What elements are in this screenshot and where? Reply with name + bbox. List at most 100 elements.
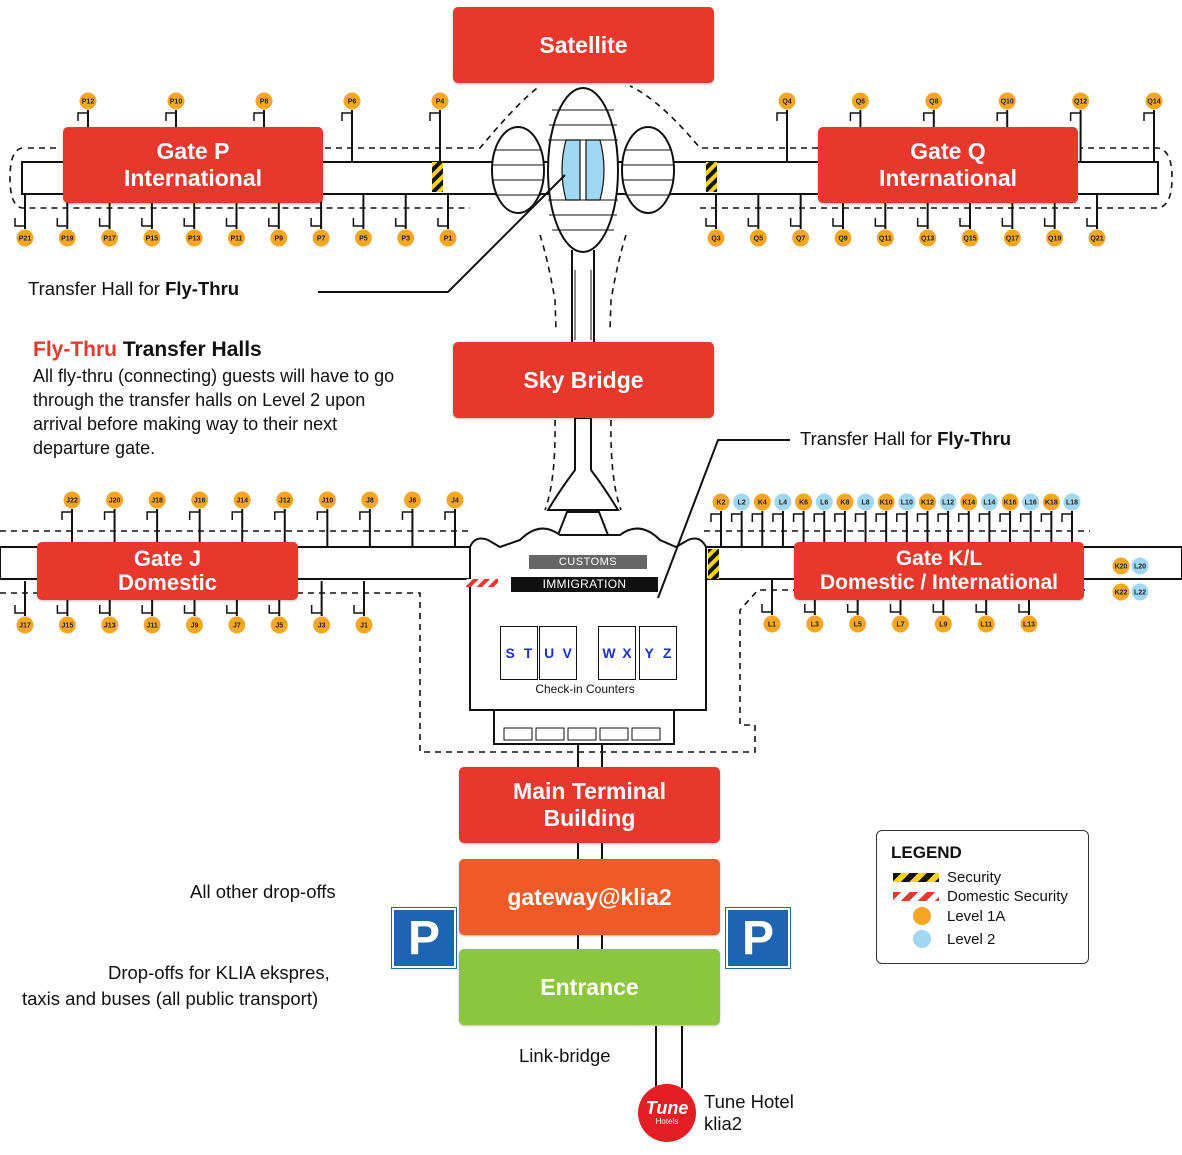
gate-label-l12: L12 (942, 500, 954, 507)
gate-label-l6: L6 (820, 500, 828, 507)
gate-label-l3: L3 (811, 622, 819, 629)
gate-j-label: Gate J Domestic (37, 542, 298, 600)
flythru-heading: Fly-Thru Transfer Halls (33, 338, 262, 361)
gateway-label: gateway@klia2 (459, 859, 720, 935)
other-dropoffs-label: All other drop-offs (190, 881, 336, 902)
gate-j6: J6 (401, 491, 421, 546)
gate-p13: P13 (183, 194, 203, 247)
gate-k4: K4 (751, 493, 771, 546)
gate-l16: L16 (1019, 493, 1040, 546)
gate-l10: L10 (896, 493, 916, 546)
gate-label-k4: K4 (758, 500, 767, 507)
gate-k14: K14 (958, 493, 978, 546)
public-dropoffs-label-2: taxis and buses (all public transport) (22, 988, 319, 1009)
gate-l2: L2 (730, 493, 751, 546)
gate-label-p13: P13 (188, 236, 201, 243)
gate-l14: L14 (978, 493, 998, 546)
gate-label-q7: Q7 (796, 236, 805, 243)
gate-label-p9: P9 (275, 236, 284, 243)
gate-j3: J3 (310, 581, 331, 634)
gate-label-l8: L8 (861, 500, 869, 507)
transfer-hall-lower: Transfer Hall for Fly-Thru (800, 428, 1012, 449)
gate-label-q10: Q10 (1001, 99, 1014, 106)
gate-l6: L6 (813, 493, 833, 546)
gate-label-k12: K12 (921, 500, 934, 507)
gate-label-k6: K6 (799, 500, 808, 507)
gate-j16: J16 (188, 491, 209, 546)
gate-label-k20: K20 (1115, 564, 1128, 571)
gate-p5: P5 (352, 194, 372, 247)
gate-label-p5: P5 (359, 236, 368, 243)
gate-label-q5: Q5 (754, 236, 763, 243)
gate-label-j18: J18 (151, 498, 163, 505)
gate-p9: P9 (268, 194, 288, 247)
gate-p-label: Gate P International (63, 127, 323, 203)
gate-label-l22: L22 (1134, 590, 1146, 597)
gate-q4: Q4 (776, 92, 796, 161)
gate-p1: P1 (437, 194, 457, 247)
gate-k2: K2 (710, 493, 730, 546)
gate-k16: K16 (999, 493, 1019, 546)
gate-label-p7: P7 (317, 236, 326, 243)
satellite-right-pod (621, 126, 675, 214)
checkin-counters-label: Check-in Counters (535, 682, 635, 696)
gate-j12: J12 (274, 491, 294, 546)
gate-label-l20: L20 (1134, 564, 1146, 571)
gate-label-j12: J12 (279, 498, 291, 505)
gate-label-q15: Q15 (963, 236, 976, 243)
gate-label-l4: L4 (779, 500, 787, 507)
gate-label-k18: K18 (1045, 500, 1058, 507)
gate-label-q19: Q19 (1048, 236, 1061, 243)
tune-hotel-logo: Tune Hotels (638, 1084, 696, 1142)
gate-l1: L1 (761, 580, 781, 633)
gate-label-j3: J3 (318, 623, 326, 630)
gate-label-j10: J10 (321, 498, 333, 505)
entrance-label: Entrance (459, 949, 720, 1025)
gate-j10: J10 (316, 491, 336, 546)
link-bridge-label: Link-bridge (519, 1045, 611, 1066)
gate-l20: L20 (1131, 557, 1149, 575)
gate-l4: L4 (772, 493, 792, 546)
gate-p4: P4 (429, 92, 449, 161)
gate-label-l18: L18 (1066, 500, 1078, 507)
gate-label-q3: Q3 (711, 236, 720, 243)
gate-label-k16: K16 (1004, 500, 1017, 507)
tune-hotel-label-1: Tune Hotel (704, 1091, 794, 1112)
gate-label-l13: L13 (1023, 622, 1035, 629)
gate-j8: J8 (359, 491, 379, 546)
gate-label-q11: Q11 (879, 236, 892, 243)
gate-label-q14: Q14 (1147, 99, 1160, 106)
gate-q-label: Gate Q International (818, 127, 1078, 203)
gate-label-p19: P19 (61, 236, 74, 243)
legend-security: Security (893, 869, 1001, 886)
gate-k18: K18 (1040, 493, 1060, 546)
gate-p21: P21 (14, 194, 34, 247)
gate-k20: K20 (1112, 557, 1130, 575)
sky-bridge-label: Sky Bridge (453, 342, 714, 418)
parking-left-icon: P (391, 907, 457, 969)
satellite-central-pod (547, 87, 619, 253)
gate-label-l10: L10 (901, 500, 913, 507)
gate-label-q21: Q21 (1090, 236, 1103, 243)
gate-label-j5: J5 (275, 623, 283, 630)
gate-label-p8: P8 (260, 99, 269, 106)
gate-label-j20: J20 (109, 498, 121, 505)
gate-l18: L18 (1061, 493, 1081, 546)
gate-q14: Q14 (1143, 92, 1163, 161)
gate-j17: J17 (14, 581, 34, 634)
gate-label-j1: J1 (360, 623, 368, 630)
gate-label-q12: Q12 (1074, 99, 1087, 106)
satellite-label: Satellite (453, 7, 714, 83)
legend-domestic-security: Domestic Security (893, 888, 1068, 905)
flythru-description: All fly-thru (connecting) guests will ha… (33, 366, 395, 458)
gate-label-q17: Q17 (1006, 236, 1019, 243)
gate-label-p1: P1 (444, 236, 453, 243)
gate-label-j13: J13 (104, 623, 116, 630)
gate-j18: J18 (146, 491, 166, 546)
transfer-hall-upper: Transfer Hall for Fly-Thru (28, 278, 240, 299)
gate-p6: P6 (341, 92, 361, 161)
gate-label-q13: Q13 (921, 236, 934, 243)
